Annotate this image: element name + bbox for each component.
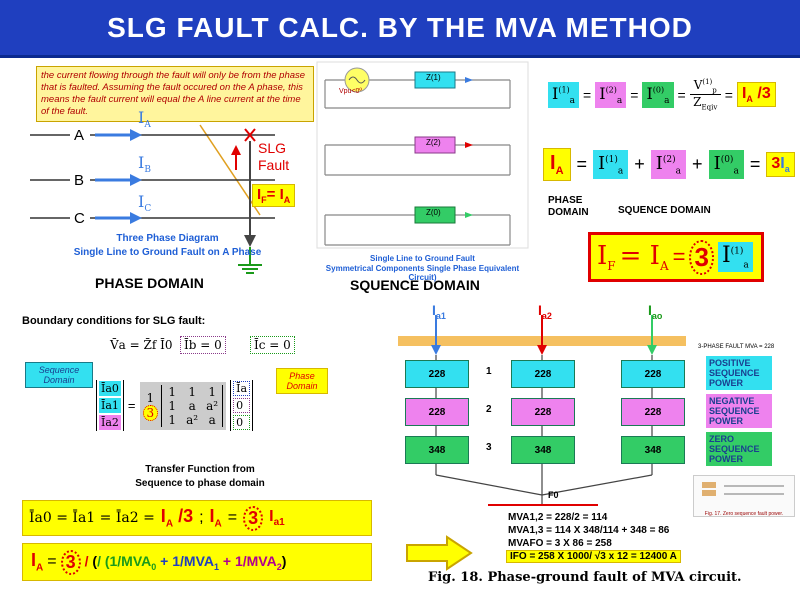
line-b-label: B bbox=[74, 172, 85, 189]
mva-calc-1: MVA1,2 = 228/2 = 114 bbox=[508, 512, 608, 523]
sequence-domain-callout: Sequence Domain bbox=[25, 362, 93, 388]
rhs-vector: Īa 0 0 bbox=[230, 380, 254, 431]
line-c-label: C bbox=[74, 210, 85, 227]
line-b bbox=[30, 174, 275, 186]
sequence-circuit bbox=[316, 61, 529, 249]
mva-calc-2: MVA1,3 = 114 X 348/114 + 348 = 86 bbox=[508, 525, 670, 536]
sequence-domain-heading: SQUENCE DOMAIN bbox=[350, 277, 480, 293]
z0-box-label: Z(0) bbox=[426, 208, 441, 217]
sequence-caption-1: Single Line to Ground Fault bbox=[370, 254, 475, 263]
sequence-current-equation: I(1)a = I(2)a = I(0)a = V(1)p ZEqiv = IA… bbox=[548, 78, 776, 112]
z1-box-label: Z(1) bbox=[426, 73, 441, 82]
ia1-term: I(1)a bbox=[548, 81, 580, 108]
mva-box-2-2: 228 bbox=[511, 398, 575, 426]
phase-domain-label: PHASE DOMAIN bbox=[548, 195, 589, 218]
mva-calc-4: IFO = 258 X 1000/ √3 x 12 = 12400 A bbox=[506, 550, 681, 563]
ia2-top-label: Ia2 bbox=[538, 302, 552, 321]
bottom-equation-2: IA = 3 / (/ (1/MVA0 + 1/MVA1 + 1/MVA2) bbox=[22, 543, 372, 581]
mva-calc-3: MVAFO = 3 X 86 = 258 bbox=[508, 538, 612, 549]
thumbnail-figure: Fig. 17. Zero sequence fault power. bbox=[693, 475, 795, 517]
ia0-top-label: Iao bbox=[648, 302, 663, 321]
mva-circuit-panel: Ia1 Ia2 Iao 3-PHASE FAULT MVA = 228 228 … bbox=[398, 300, 798, 590]
row-label-3: 3 bbox=[486, 442, 492, 453]
ia0-term: I(0)a bbox=[642, 81, 674, 108]
ia-term: IA bbox=[543, 148, 571, 181]
transfer-caption-1: Transfer Function from bbox=[145, 464, 255, 475]
page-title: SLG FAULT CALC. BY THE MVA METHOD bbox=[107, 11, 693, 43]
phase-caption-1: Three Phase Diagram bbox=[116, 233, 219, 244]
line-a-label: A bbox=[74, 127, 85, 144]
seq-vector: Īa0 Īa1 Īa2 bbox=[96, 380, 124, 431]
slg-label: SLG bbox=[258, 140, 287, 156]
current-a: IA bbox=[138, 108, 151, 131]
current-c: IC bbox=[138, 192, 152, 215]
phase-diagram bbox=[30, 124, 275, 274]
boundary-eq-3: Īc = 0 bbox=[250, 336, 295, 354]
three-ia: 3Ia bbox=[766, 151, 795, 178]
sequence-domain-label: SQUENCE DOMAIN bbox=[618, 205, 711, 216]
phase-caption-2: Single Line to Ground Fault on A Phase bbox=[73, 247, 262, 258]
fault-mva-header: 3-PHASE FAULT MVA = 228 bbox=[698, 344, 775, 350]
ia2-term: I(2)a bbox=[595, 81, 627, 108]
mva-box-1-1: 228 bbox=[405, 360, 469, 388]
phase-domain-heading: PHASE DOMAIN bbox=[95, 275, 204, 291]
boundary-eq-2: Īb = 0 bbox=[180, 336, 226, 354]
if-equation: IF = IA = 3 I(1)a bbox=[588, 232, 764, 282]
ia-div-3: IA /3 bbox=[736, 82, 776, 108]
line-c bbox=[30, 212, 275, 224]
figure-caption: Fig. 18. Phase-ground fault of MVA circu… bbox=[428, 570, 742, 585]
vp-over-z: V(1)p ZEqiv bbox=[689, 78, 721, 112]
legend-negative: NEGATIVE SEQUENCE POWER bbox=[706, 394, 772, 428]
fault-current-eq: IF= IA bbox=[252, 184, 296, 207]
ia1-top-label: Ia1 bbox=[432, 302, 446, 321]
z2-box-label: Z(2) bbox=[426, 138, 441, 147]
ia-sum-equation: IA = I(1)a + I(2)a + I(0)a = 3Ia bbox=[543, 148, 795, 181]
yellow-arrow-icon bbox=[406, 535, 473, 571]
sequence-caption-2: Symmetrical Components Single Phase Equi… bbox=[325, 264, 520, 282]
boundary-eq-1: V̄a = Z̄f Ī0 bbox=[110, 338, 173, 352]
source-label: Vpu<0º bbox=[339, 88, 362, 95]
line-a bbox=[30, 129, 275, 141]
mva-box-2-1: 228 bbox=[405, 398, 469, 426]
legend-zero: ZERO SEQUENCE POWER bbox=[706, 432, 772, 466]
fault-note: the current flowing through the fault wi… bbox=[36, 66, 314, 122]
mva-box-2-3: 228 bbox=[621, 398, 685, 426]
transfer-matrix-equation: Īa0 Īa1 Īa2 = 1 3 1 1 1 1 a a² 1 a² a Īa… bbox=[96, 380, 254, 431]
transfer-caption-2: Sequence to phase domain bbox=[135, 478, 265, 489]
current-b: IB bbox=[138, 153, 151, 176]
mva-box-3-1: 348 bbox=[405, 436, 469, 464]
matrix-block: 1 3 1 1 1 1 a a² 1 a² a bbox=[139, 381, 227, 430]
phase-domain-callout: Phase Domain bbox=[276, 368, 328, 394]
legend-positive: POSITIVE SEQUENCE POWER bbox=[706, 356, 772, 390]
fault-marker bbox=[231, 128, 262, 274]
row-label-1: 1 bbox=[486, 366, 492, 377]
mva-box-1-3: 228 bbox=[621, 360, 685, 388]
mva-box-1-2: 228 bbox=[511, 360, 575, 388]
fault-label: Fault bbox=[258, 157, 290, 173]
mva-box-3-2: 348 bbox=[511, 436, 575, 464]
row-label-2: 2 bbox=[486, 404, 492, 415]
title-bar: SLG FAULT CALC. BY THE MVA METHOD bbox=[0, 0, 800, 58]
mva-box-3-3: 348 bbox=[621, 436, 685, 464]
fault-node-label: F0 bbox=[548, 490, 559, 500]
bottom-equation-1: Īa0 = Īa1 = Īa2 = IA /3 ; IA = 3 Ia1 bbox=[22, 500, 372, 536]
thumbnail-caption: Fig. 17. Zero sequence fault power. bbox=[704, 511, 784, 517]
boundary-title: Boundary conditions for SLG fault: bbox=[22, 315, 206, 327]
